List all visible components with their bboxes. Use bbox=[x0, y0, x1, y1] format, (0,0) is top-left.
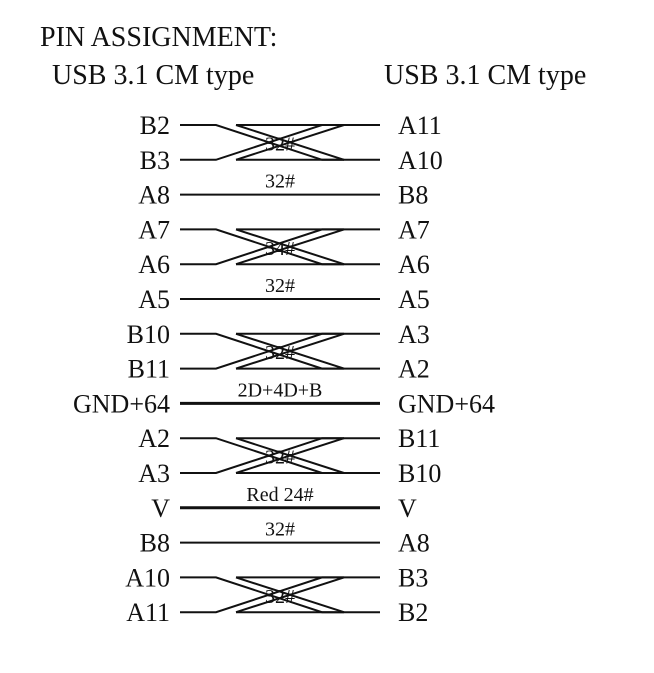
right-pin-label: B3 bbox=[398, 563, 428, 592]
right-pin-label: B8 bbox=[398, 181, 428, 210]
wire-gauge-label: 32# bbox=[265, 342, 295, 364]
left-pin-label: B3 bbox=[140, 146, 170, 175]
crossed-wire bbox=[180, 124, 380, 161]
left-connector-header: USB 3.1 CM type bbox=[52, 60, 254, 91]
left-pin-label: A8 bbox=[138, 181, 170, 210]
right-pin-label: V bbox=[398, 494, 417, 523]
left-pin-label: A7 bbox=[138, 215, 170, 244]
right-pin-label: A3 bbox=[398, 320, 430, 349]
right-pin-label: GND+64 bbox=[398, 389, 495, 418]
right-pin-label: B11 bbox=[398, 424, 440, 453]
left-pin-label: B8 bbox=[140, 529, 170, 558]
wire-gauge-label: 32# bbox=[265, 171, 295, 193]
right-pin-label: A10 bbox=[398, 146, 443, 175]
crossover-bracket-line bbox=[235, 332, 345, 370]
left-pin-label: A2 bbox=[138, 424, 170, 453]
right-pin-label: A11 bbox=[398, 111, 442, 140]
wire-gauge-label: Red 24# bbox=[246, 484, 313, 506]
right-pin-label: A2 bbox=[398, 355, 430, 384]
wire-gauge-label: 34# bbox=[265, 238, 295, 260]
left-pin-label: B2 bbox=[140, 111, 170, 140]
wire-gauge-label: 32# bbox=[265, 275, 295, 297]
left-pin-label: A6 bbox=[138, 250, 170, 279]
right-pin-label: B10 bbox=[398, 459, 441, 488]
left-pin-label: GND+64 bbox=[73, 389, 170, 418]
left-pin-label: A5 bbox=[138, 285, 170, 314]
crossover-bracket-line bbox=[235, 437, 345, 474]
crossover-bracket-line bbox=[235, 228, 345, 266]
left-pin-label: A11 bbox=[126, 598, 170, 627]
left-pin-label: A10 bbox=[125, 563, 170, 592]
wire-gauge-label: 32# bbox=[265, 447, 295, 469]
right-pin-label: A5 bbox=[398, 285, 430, 314]
crossed-wire bbox=[180, 437, 380, 474]
right-pin-label: B2 bbox=[398, 598, 428, 627]
wire-gauge-label: 2D+4D+B bbox=[238, 379, 323, 401]
crossed-wire bbox=[180, 332, 380, 370]
right-pin-label: A7 bbox=[398, 215, 430, 244]
wire-gauge-label: 32# bbox=[265, 586, 295, 608]
right-pin-label: A6 bbox=[398, 250, 430, 279]
wire-gauge-label: 32# bbox=[265, 133, 295, 155]
right-connector-header: USB 3.1 CM type bbox=[384, 60, 586, 91]
crossover-bracket-line bbox=[235, 576, 345, 614]
diagram-title: PIN ASSIGNMENT: bbox=[40, 22, 277, 53]
crossover-bracket-line bbox=[235, 124, 345, 161]
crossed-wire bbox=[180, 576, 380, 614]
left-pin-label: V bbox=[151, 494, 170, 523]
crossed-wire bbox=[180, 228, 380, 266]
right-pin-label: A8 bbox=[398, 529, 430, 558]
left-pin-label: B10 bbox=[127, 320, 170, 349]
left-pin-label: A3 bbox=[138, 459, 170, 488]
left-pin-label: B11 bbox=[128, 355, 170, 384]
wire-gauge-label: 32# bbox=[265, 519, 295, 541]
